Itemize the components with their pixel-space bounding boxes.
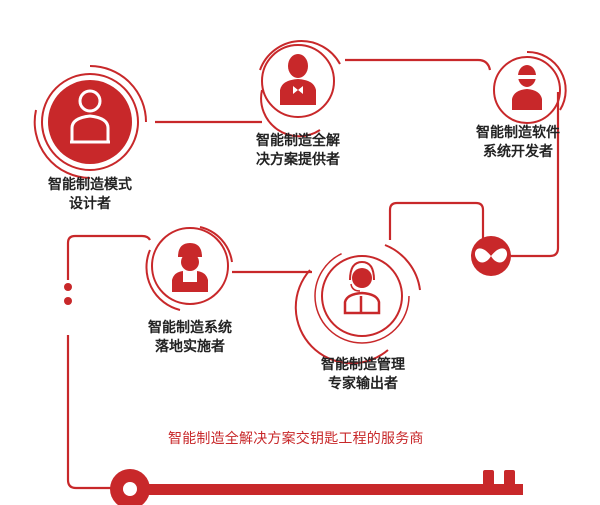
label-line: 专家输出者	[328, 376, 398, 392]
key-graphic	[110, 469, 523, 505]
line-left-key	[66, 335, 112, 490]
person-bowtie-icon	[280, 54, 316, 105]
line-3-butterfly	[511, 92, 560, 258]
headset-person-icon	[343, 260, 381, 315]
line-2-3	[345, 58, 492, 71]
label-line: 落地实施者	[155, 339, 225, 355]
node-designer	[33, 65, 147, 179]
worker-helmet-icon	[172, 243, 208, 292]
dot-2	[64, 297, 72, 305]
label-line: 智能制造模式	[48, 177, 132, 193]
node-label-software-developer: 智能制造软件 系统开发者	[476, 124, 560, 162]
connector-lines	[66, 58, 560, 490]
butterfly-icon	[471, 236, 511, 276]
label-line: 智能制造管理	[321, 357, 405, 373]
node-solution-provider	[259, 40, 341, 138]
label-line: 智能制造系统	[148, 320, 232, 336]
label-line: 设计者	[69, 196, 111, 212]
line-butterfly-5	[388, 201, 485, 240]
dot-1	[64, 283, 72, 291]
node-label-management-expert: 智能制造管理 专家输出者	[321, 356, 405, 394]
label-line: 决方案提供者	[256, 152, 340, 168]
person-glasses-icon	[512, 65, 542, 110]
person-tie-icon	[70, 89, 110, 144]
label-line: 智能制造全解	[256, 133, 340, 149]
node-label-solution-provider: 智能制造全解 决方案提供者	[256, 132, 340, 170]
node-implementer	[145, 226, 233, 311]
line-4-left	[66, 234, 151, 280]
label-line: 智能制造软件	[476, 125, 560, 141]
node-label-designer: 智能制造模式 设计者	[48, 176, 132, 214]
label-line: 系统开发者	[483, 144, 553, 160]
node-software-developer	[493, 50, 567, 124]
node-label-implementer: 智能制造系统 落地实施者	[148, 319, 232, 357]
node-management-expert	[294, 244, 421, 365]
slogan-text: 智能制造全解决方案交钥匙工程的服务商	[168, 431, 424, 447]
